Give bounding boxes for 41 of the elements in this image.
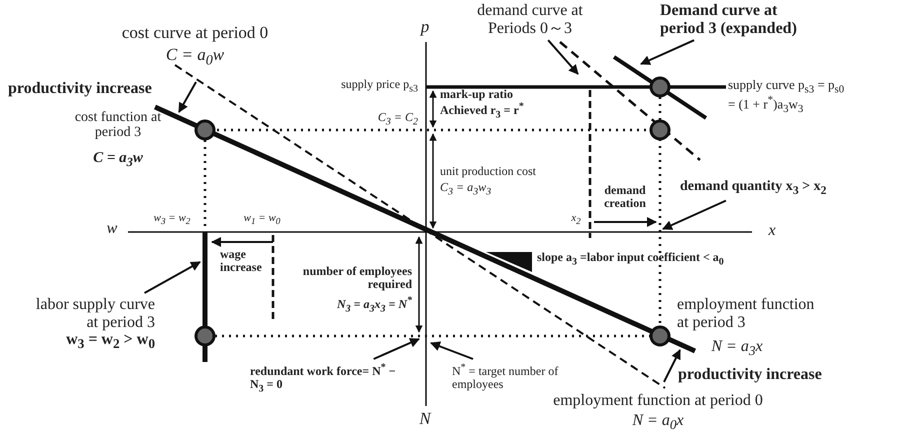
callout-text: redundant work force= N$^{*}$ − N$_{3}$ = 0 [250, 362, 410, 395]
axis-label: w [106, 220, 118, 238]
axis-label: N [419, 410, 431, 429]
tick-label: x$_{2}$ [571, 212, 581, 226]
dimension-label: mark-up ratio Achieved r$_{3}$ = r$^{*}$ [440, 88, 525, 121]
equation: w$_{3}$ = w$_{2}$ > w$_{0}$ [65, 331, 155, 352]
axis-label: supply price p$_{s3}$ [341, 78, 418, 94]
leader-arrow [547, 40, 579, 75]
dimension-label: unit production cost [440, 165, 536, 178]
leader-arrow [144, 261, 201, 294]
tick-label: w$_{1}$ = w$_{0}$ [244, 212, 280, 226]
axis-label: C$_{3}$ = C$_{2}$ [378, 111, 418, 128]
leader-arrow [373, 338, 420, 360]
curve-label: employment function at period 3 [677, 296, 816, 332]
axis-label: p [420, 18, 430, 37]
callout-text: Demand curve at period 3 (expanded) [660, 2, 820, 38]
shift-label: wage increase [220, 248, 263, 274]
equation: N$_{3}$ = a$_{3}$x$_{3}$ = N$^{*}$ [336, 295, 412, 314]
leader-arrow [430, 342, 474, 360]
callout-text: demand curve at Periods 0～3 [455, 2, 605, 38]
curve-label: cost curve at period 0 [122, 24, 268, 43]
dimension-label: number of employees required [302, 265, 412, 292]
curve-label: supply curve p$_{s3}$ = p$_{s0}$ [728, 78, 844, 96]
equation: = (1 + r$^{*}$)a$_{3}$w$_{3}$ [728, 95, 804, 116]
equation: C = a$_{3}$w [93, 150, 143, 170]
equation: N = a$_{3}$x [711, 338, 763, 359]
equation: C$_{3}$ = a$_{3}$w$_{3}$ [440, 181, 492, 198]
curve-label: employment function at period 0 [553, 392, 763, 410]
leader-arrow [662, 200, 726, 230]
leader-arrow [640, 39, 694, 65]
slope-label: slope a$_{3}$ =labor input coefficient < a$_{0}$ [537, 251, 724, 268]
equation: C = a$_{0}$w [166, 46, 224, 69]
shift-label: productivity increase [678, 366, 822, 384]
shift-label: demand creation [603, 184, 647, 210]
shift-label: productivity increase [8, 80, 152, 98]
callout-text: N$^{*}$ = target number of employees [452, 362, 587, 392]
tick-label: w$_{3}$ = w$_{2}$ [154, 212, 190, 226]
curve-label: cost function at period 3 [74, 110, 162, 141]
callout-text: demand quantity x$_{3}$ > x$_{2}$ [680, 179, 826, 198]
axis-label: x [768, 222, 776, 240]
equation: N = a$_{0}$x [632, 412, 684, 433]
